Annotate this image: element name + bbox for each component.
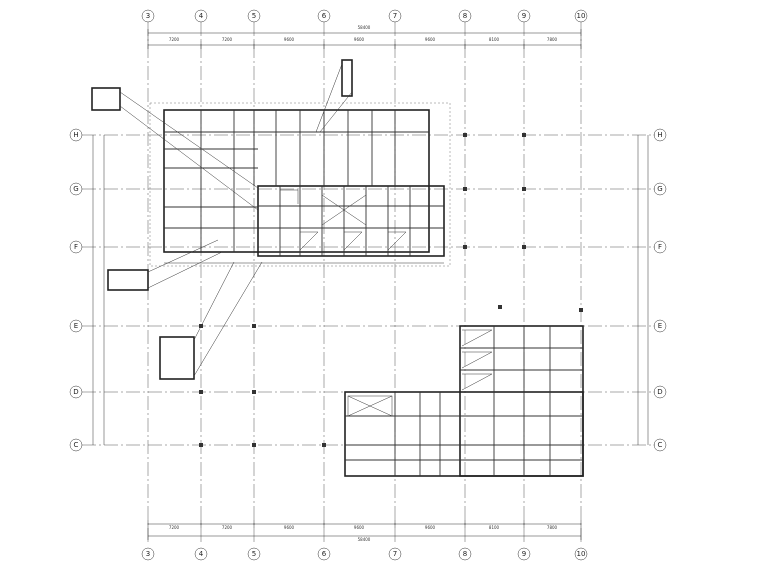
upper-structure-block <box>149 102 451 267</box>
bottom-span-dimension: 8100 <box>489 525 500 530</box>
axis-label-9-bottom: 9 <box>522 550 526 558</box>
axis-label-5-bottom: 5 <box>252 550 256 558</box>
top-span-dimension: 9600 <box>284 37 295 42</box>
bottom-span-dimension: 7200 <box>169 525 180 530</box>
bottom-span-dimension: 7800 <box>547 525 558 530</box>
bottom-span-dimension: 7200 <box>222 525 233 530</box>
top-axis-markers: 3 4 5 6 7 8 9 10 <box>141 9 588 23</box>
axis-label-H-right: H <box>657 131 662 139</box>
bottom-overall-dimension: 58400 <box>358 537 371 542</box>
left-axis-markers: H G F E D C <box>69 128 83 452</box>
bottom-axis-markers: 3 4 5 6 7 8 9 10 <box>141 547 588 561</box>
axis-label-G-left: G <box>73 185 78 193</box>
axis-label-E-right: E <box>658 322 662 330</box>
axis-label-10-top: 10 <box>577 12 586 20</box>
axis-label-3-bottom: 3 <box>146 550 150 558</box>
axis-label-F-left: F <box>74 243 78 251</box>
axis-label-D-right: D <box>657 388 662 396</box>
bottom-span-dimension: 9600 <box>354 525 365 530</box>
axis-label-7-top: 7 <box>393 12 397 20</box>
top-span-dimension: 9600 <box>425 37 436 42</box>
axis-label-6-bottom: 6 <box>322 550 327 558</box>
top-span-dimension: 7200 <box>169 37 180 42</box>
axis-label-E-left: E <box>74 322 78 330</box>
axis-label-10-bottom: 10 <box>577 550 586 558</box>
right-axis-markers: H G F E D C <box>653 128 667 452</box>
axis-label-C-left: C <box>74 441 79 449</box>
top-dimension-chain: 58400 7200 7200 9600 9600 9600 8100 7800 <box>147 25 582 49</box>
top-span-dimension: 8100 <box>489 37 500 42</box>
top-span-dimension: 7800 <box>547 37 558 42</box>
axis-label-6-top: 6 <box>322 12 327 20</box>
axis-label-C-right: C <box>658 441 663 449</box>
axis-label-3-top: 3 <box>146 12 150 20</box>
axis-label-8-top: 8 <box>463 12 467 20</box>
axis-label-5-top: 5 <box>252 12 256 20</box>
axis-label-7-bottom: 7 <box>393 550 397 558</box>
axis-label-D-left: D <box>73 388 78 396</box>
bottom-span-dimension: 9600 <box>425 525 436 530</box>
axis-label-F-right: F <box>658 243 662 251</box>
lower-structure-block <box>344 325 584 477</box>
top-span-dimension: 7200 <box>222 37 233 42</box>
top-span-dimension: 9600 <box>354 37 365 42</box>
axis-label-G-right: G <box>657 185 662 193</box>
column-markers <box>199 133 583 447</box>
axis-label-4-bottom: 4 <box>199 550 204 558</box>
top-overall-dimension: 58400 <box>358 25 371 30</box>
side-dimension-chains <box>92 135 649 445</box>
bottom-span-dimension: 9600 <box>284 525 295 530</box>
column-grid-lines <box>147 22 582 545</box>
axis-label-4-top: 4 <box>199 12 204 20</box>
row-grid-lines <box>82 134 655 446</box>
axis-label-H-left: H <box>73 131 78 139</box>
bottom-dimension-chain: 7200 7200 9600 9600 9600 8100 7800 58400 <box>147 520 582 542</box>
axis-label-9-top: 9 <box>522 12 526 20</box>
axis-label-8-bottom: 8 <box>463 550 467 558</box>
detail-callouts <box>91 59 353 380</box>
